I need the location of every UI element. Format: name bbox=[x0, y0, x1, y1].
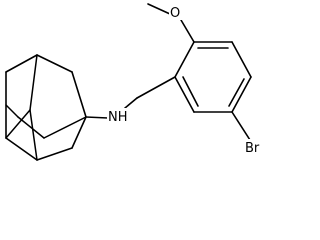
amine-atom: NH bbox=[107, 108, 129, 125]
amine-adamantane-bond bbox=[85, 116, 109, 119]
amine-label: NH bbox=[108, 110, 128, 125]
bromine-bond bbox=[231, 111, 251, 141]
bromine-atom: Br bbox=[244, 139, 264, 156]
methyl-bond bbox=[147, 3, 171, 15]
bromine-label: Br bbox=[245, 141, 260, 156]
chemical-structure: O NH Br bbox=[5, 3, 264, 161]
oxygen-atom: O bbox=[169, 4, 183, 21]
oxygen-label: O bbox=[170, 6, 180, 21]
adamantane-cage bbox=[5, 54, 87, 161]
oxygen-ring-bond bbox=[180, 19, 195, 43]
benzyl-bond bbox=[136, 76, 176, 99]
amine-ch2-bond bbox=[124, 97, 138, 109]
benzene-ring bbox=[174, 41, 252, 113]
